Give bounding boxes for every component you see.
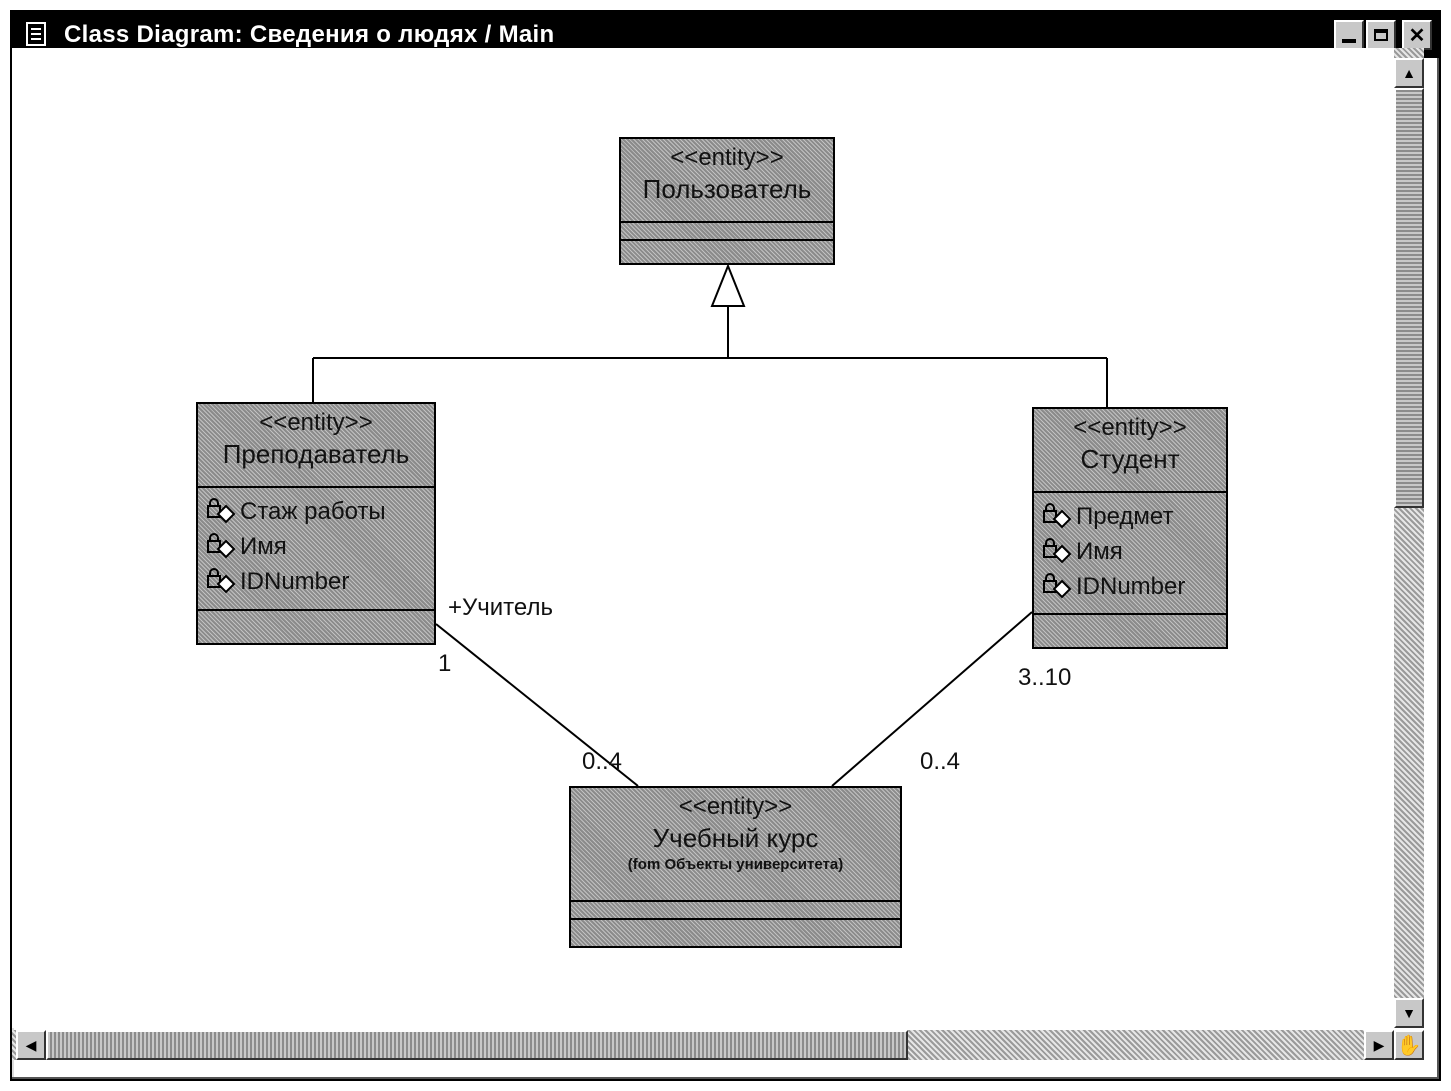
class-student-name: Студент [1080, 444, 1180, 474]
multiplicity-course-teacher-end[interactable]: 0..4 [582, 748, 623, 775]
class-teacher-attributes: Стаж работы Имя IDNumber [198, 488, 434, 611]
private-attribute-icon [1043, 572, 1072, 598]
scroll-up-button[interactable]: ▲ [1394, 58, 1424, 88]
close-button[interactable]: ✕ [1402, 20, 1432, 50]
class-user-stereotype: <<entity>> [670, 144, 784, 171]
class-teacher-operations [198, 611, 434, 643]
attribute-name: Имя [240, 533, 287, 560]
attribute-row[interactable]: IDNumber [206, 564, 434, 599]
class-course[interactable]: <<entity>> Учебный курс (fom Объекты уни… [569, 786, 902, 948]
attribute-name: Предмет [1076, 503, 1174, 530]
attribute-name: Имя [1076, 538, 1123, 565]
multiplicity-course-student-end[interactable]: 0..4 [920, 748, 961, 775]
attribute-name: Стаж работы [240, 498, 386, 525]
window-title: Class Diagram: Сведения о людях / Main [64, 21, 555, 48]
attribute-name: IDNumber [1076, 573, 1186, 600]
class-student[interactable]: <<entity>> Студент Предмет Имя IDNumber [1032, 407, 1228, 649]
generalization-arrowhead [710, 263, 746, 307]
role-label-teacher[interactable]: +Учитель [448, 594, 553, 621]
horizontal-scroll-thumb[interactable] [46, 1030, 908, 1060]
diagram-window-icon[interactable] [26, 22, 46, 46]
class-course-stereotype: <<entity>> [678, 793, 793, 820]
vertical-scroll-thumb[interactable] [1394, 88, 1424, 508]
class-course-name: Учебный курс [652, 823, 819, 853]
class-course-operations [571, 920, 900, 948]
left-arrow-icon: ◀ [25, 1036, 37, 1053]
class-teacher-name: Преподаватель [222, 439, 410, 469]
hand-icon: ✋ [1396, 1034, 1422, 1057]
class-teacher-header: <<entity>> Преподаватель [198, 404, 434, 488]
attribute-row[interactable]: Имя [206, 529, 434, 564]
class-teacher-stereotype: <<entity>> [259, 409, 373, 436]
attribute-name: IDNumber [240, 568, 350, 595]
up-arrow-icon: ▲ [1402, 65, 1416, 81]
scroll-down-button[interactable]: ▼ [1394, 998, 1424, 1028]
minimize-icon [1342, 39, 1356, 43]
class-user-name: Пользователь [642, 174, 812, 204]
private-attribute-icon [207, 567, 236, 593]
scroll-left-button[interactable]: ◀ [16, 1030, 46, 1060]
pan-hand-button[interactable]: ✋ [1394, 1030, 1424, 1060]
horizontal-scrollbar[interactable]: ◀ ▶ [12, 1030, 1394, 1060]
class-course-attributes [571, 902, 900, 920]
class-course-package: (fom Объекты университета) [627, 856, 844, 873]
association-teacher-course [435, 623, 639, 787]
class-teacher[interactable]: <<entity>> Преподаватель Стаж работы Имя… [196, 402, 436, 645]
class-student-operations [1034, 615, 1226, 647]
private-attribute-icon [1043, 537, 1072, 563]
down-arrow-icon: ▼ [1402, 1005, 1416, 1021]
scroll-right-button[interactable]: ▶ [1364, 1030, 1394, 1060]
private-attribute-icon [207, 532, 236, 558]
attribute-row[interactable]: Стаж работы [206, 494, 434, 529]
class-user-operations [621, 241, 833, 263]
class-user-attributes [621, 223, 833, 241]
class-student-attributes: Предмет Имя IDNumber [1034, 493, 1226, 615]
class-student-header: <<entity>> Студент [1034, 409, 1226, 493]
class-student-stereotype: <<entity>> [1073, 414, 1187, 441]
private-attribute-icon [207, 497, 236, 523]
multiplicity-student[interactable]: 3..10 [1018, 664, 1072, 691]
right-arrow-icon: ▶ [1373, 1036, 1385, 1053]
class-user-header: <<entity>> Пользователь [621, 139, 833, 223]
class-user[interactable]: <<entity>> Пользователь [619, 137, 835, 265]
attribute-row[interactable]: Имя [1042, 534, 1226, 569]
class-course-header: <<entity>> Учебный курс (fom Объекты уни… [571, 788, 900, 902]
vertical-scrollbar[interactable]: ▲ ▼ [1394, 48, 1424, 1028]
attribute-row[interactable]: Предмет [1042, 499, 1226, 534]
maximize-icon [1374, 29, 1388, 41]
multiplicity-teacher[interactable]: 1 [438, 650, 452, 677]
private-attribute-icon [1043, 502, 1072, 528]
attribute-row[interactable]: IDNumber [1042, 569, 1226, 604]
close-icon: ✕ [1408, 24, 1426, 47]
association-student-course [831, 611, 1033, 787]
